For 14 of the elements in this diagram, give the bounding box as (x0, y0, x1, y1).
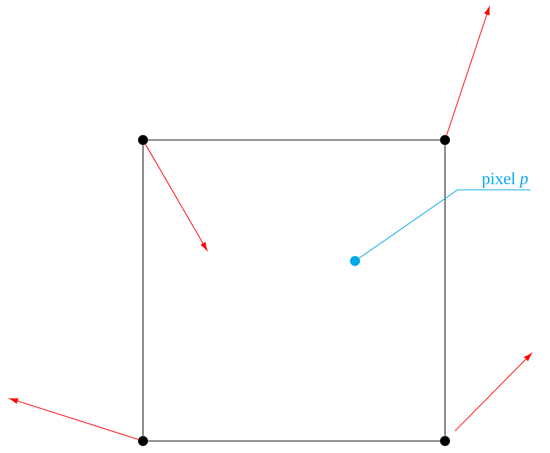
leader-line (358, 189, 531, 258)
arrow (454, 353, 532, 432)
arrow (10, 398, 138, 440)
square-side (444, 144, 446, 436)
corner-dot (440, 436, 450, 446)
corner-dot (440, 135, 450, 145)
square-side (148, 440, 440, 442)
corner-dot (138, 135, 148, 145)
pixel-dot (350, 256, 360, 266)
arrow (446, 6, 490, 136)
pixel-label: pixel p (482, 172, 528, 188)
arrow (145, 144, 208, 251)
corner-dot (138, 436, 148, 446)
square-side (142, 144, 144, 436)
